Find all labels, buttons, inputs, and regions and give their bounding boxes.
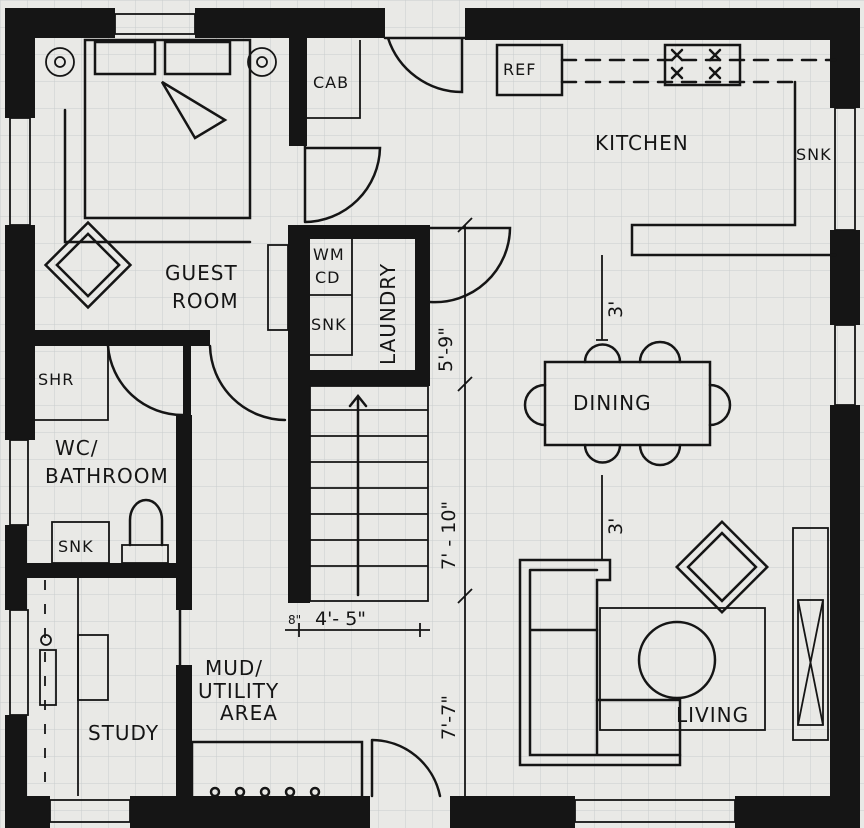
dimension-mud-length: 7'-7" [438, 695, 460, 740]
dining-table [523, 340, 732, 467]
stairs [309, 385, 429, 602]
mud-label-2: UTILITY [198, 679, 279, 703]
kitchen-sink-label: SNK [796, 145, 832, 164]
laundry-label: LAUNDRY [376, 263, 400, 365]
living-label: LIVING [676, 703, 749, 727]
coffee-table [637, 620, 717, 700]
bench [190, 740, 364, 798]
dimension-wall-thickness: 8" [288, 613, 301, 627]
bathroom-label-2: BATHROOM [45, 464, 169, 488]
dryer-label: CD [315, 268, 341, 287]
refrigerator-label: REF [503, 60, 536, 79]
armchair [43, 220, 133, 310]
guest-room-label-1: GUEST [165, 261, 238, 285]
windows [9, 13, 856, 823]
dimension-dining-clear-bottom: 3' [605, 518, 627, 535]
shower-label: SHR [38, 370, 74, 389]
mud-label-3: AREA [220, 701, 278, 725]
mud-label-1: MUD/ [205, 656, 263, 680]
dimension-stair-length: 7' - 10" [438, 501, 460, 570]
interior-walls [20, 38, 430, 800]
exterior-walls [5, 8, 860, 828]
tv-unit [792, 527, 829, 741]
dimension-dining-clear-top: 3' [605, 301, 627, 318]
kitchen-counter [495, 43, 837, 257]
bed [63, 38, 252, 244]
kitchen-label: KITCHEN [595, 131, 689, 155]
bathroom-label-1: WC/ [55, 436, 98, 460]
rug [599, 607, 766, 731]
study-label: STUDY [88, 721, 159, 745]
study-desk [39, 578, 109, 796]
dimension-lines [285, 217, 608, 800]
sofa [518, 558, 682, 767]
stair-up-arrow-icon [348, 393, 368, 597]
toilet-icon [128, 498, 164, 547]
dimension-laundry-depth: 5'-9" [435, 327, 457, 372]
laundry-appliances [310, 239, 353, 356]
doors [106, 36, 512, 798]
dimension-stair-width: 4'- 5" [315, 608, 366, 630]
closet [267, 244, 289, 331]
guest-room-label-2: ROOM [172, 289, 239, 313]
cabinet: CAB [307, 40, 361, 119]
dining-label: DINING [573, 391, 652, 415]
cabinet-label: CAB [313, 73, 349, 92]
living-armchair [674, 519, 770, 615]
bath-sink-label: SNK [58, 537, 94, 556]
laundry-sink-label: SNK [311, 315, 347, 334]
nightstand-lamp-icon [45, 47, 277, 77]
bathroom-fixtures [30, 346, 169, 564]
washer-label: WM [313, 245, 345, 264]
